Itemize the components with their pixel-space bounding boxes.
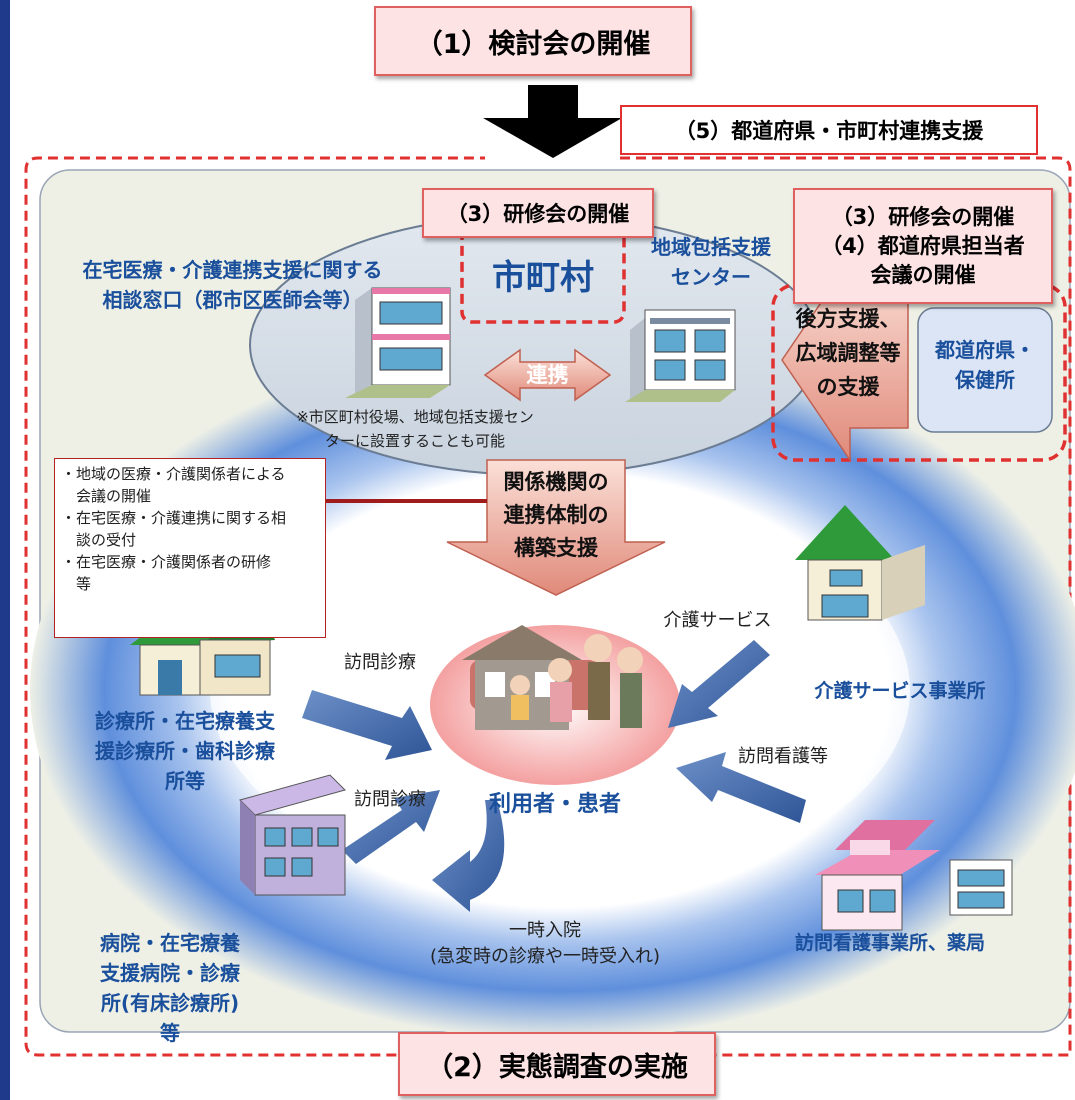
- prefecture-label: 都道府県・ 保健所: [935, 338, 1035, 392]
- task-list: ・地域の医療・介護関係者による 会議の開催 ・在宅医療・介護連携に関する相 談の…: [54, 458, 326, 638]
- municipality-label: 市町村: [492, 258, 594, 298]
- support-center-building-icon: [625, 309, 736, 402]
- link-label: 連携: [526, 363, 569, 387]
- list-item: ・在宅医療・介護連携に関する相: [61, 509, 287, 527]
- nursing-office-building-icon: [815, 820, 1013, 931]
- hospital-label: 病院・在宅療養 支援病院・診療 所(有床診療所) 等: [100, 931, 240, 1045]
- prefecture-box: [917, 307, 1053, 433]
- list-item: ・地域の医療・介護関係者による: [61, 465, 286, 483]
- training-pref-meeting-box: （3）研修会の開催 （4）都道府県担当者 会議の開催: [793, 188, 1053, 304]
- office-note: ※市区町村役場、地域包括支援セン ターに設置することも可能: [296, 408, 534, 450]
- pref-meeting-label-2: 会議の開催: [870, 262, 976, 287]
- nursing-office-label: 訪問看護事業所、薬局: [794, 932, 985, 954]
- pref-meeting-label-1: （4）都道府県担当者: [821, 233, 1025, 258]
- clinic-label: 診療所・在宅療養支 援診療所・歯科診療 所等: [95, 709, 275, 793]
- admission-label: 一時入院 (急変時の診療や一時受入れ): [429, 920, 661, 967]
- consultation-window-label: 在宅医療・介護連携支援に関する 相談窓口（郡市区医師会等）: [82, 258, 383, 312]
- pref-support-box: （5）都道府県・市町村連携支援: [620, 105, 1038, 155]
- link-arrow-icon: [483, 348, 612, 402]
- care-office-label: 介護サービス事業所: [814, 680, 986, 702]
- arrow-icon: [342, 790, 440, 864]
- down-arrow-icon: [483, 85, 622, 158]
- left-edge-bar: [0, 0, 10, 1100]
- list-item: 会議の開催: [61, 487, 152, 505]
- meeting-box: （1）検討会の開催: [374, 6, 692, 76]
- patient-label: 利用者・患者: [488, 792, 621, 817]
- build-support-label: 関係機関の 連携体制の 構築支援: [503, 470, 609, 560]
- support-center-label: 地域包括支援 センター: [651, 235, 771, 289]
- curved-arrow-icon: [432, 800, 505, 912]
- visit-nursing-label: 訪問看護等: [738, 746, 828, 767]
- home-visit-label-top: 訪問診療: [344, 652, 416, 673]
- training-box-center: （3）研修会の開催: [422, 188, 654, 238]
- arrow-icon: [302, 690, 432, 760]
- list-item: 談の受付: [61, 531, 137, 549]
- survey-box: （2）実態調査の実施: [398, 1032, 716, 1096]
- backup-support-label: 後方支援、 広域調整等 の支援: [795, 307, 901, 399]
- consultation-building-icon: [345, 287, 451, 398]
- arrow-icon: [668, 640, 770, 728]
- arrow-icon: [676, 752, 806, 823]
- hospital-building-icon: [239, 774, 346, 896]
- care-service-label: 介護サービス: [663, 610, 772, 631]
- build-support-arrow-icon: [446, 459, 666, 596]
- patient-family-icon: [462, 625, 643, 730]
- list-item: ・在宅医療・介護関係者の研修: [61, 553, 272, 571]
- home-visit-label-bottom: 訪問診療: [354, 789, 426, 810]
- training-label-right: （3）研修会の開催: [831, 204, 1015, 229]
- list-item: 等: [61, 575, 92, 593]
- care-office-building-icon: [795, 505, 925, 621]
